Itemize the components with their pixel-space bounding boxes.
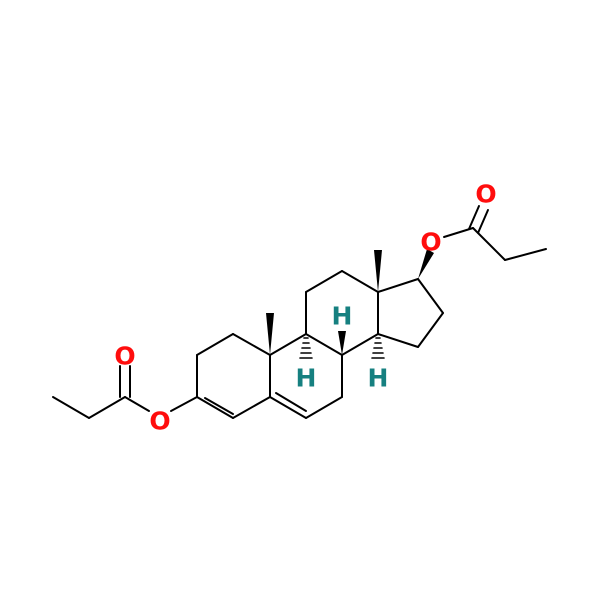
bond-c6-c7 <box>305 396 343 419</box>
atom-oxygen-ester-left: O <box>149 407 170 436</box>
bond-c16-c15 <box>417 312 444 348</box>
bond-c5-c4 <box>232 396 271 419</box>
bond-c4-c3 <box>196 396 234 419</box>
hash-h-c9 <box>299 337 313 359</box>
bond-c14-c8 <box>341 333 379 356</box>
atom-hydrogen-c8: H <box>332 302 353 331</box>
ring-b <box>269 333 343 419</box>
hash-h-c14 <box>371 337 385 359</box>
atom-hydrogen-c14: H <box>368 364 389 393</box>
bond-ethyl-ch3-ch2-left <box>52 396 90 419</box>
atom-hydrogen-c9: H <box>296 364 317 393</box>
wedge-h-c8 <box>338 331 346 355</box>
bond-carbonyl-ch2-right <box>472 227 506 261</box>
bond-carbonyl-ester-o-left <box>124 396 150 412</box>
bond-c12-c13 <box>341 270 379 293</box>
bond-c3-c4-double <box>204 397 234 415</box>
bond-c13-c17 <box>377 278 419 293</box>
bond-c2-c1 <box>196 333 234 356</box>
bond-ethyl-ch2-ch3-right <box>504 248 547 261</box>
bond-ester-o-c3 <box>170 396 198 412</box>
bond-carbonyl-double-right-a <box>468 205 480 230</box>
bond-c1-c10 <box>232 333 271 356</box>
wedge-methyl-c18 <box>374 250 382 292</box>
atom-oxygen-ester-right: O <box>420 228 441 257</box>
ring-a <box>196 333 271 419</box>
ring-c <box>305 270 379 356</box>
bond-c8-c9 <box>305 333 343 356</box>
wedge-methyl-c19 <box>266 313 274 355</box>
bond-c11-c12 <box>305 270 343 293</box>
ring-d <box>377 278 444 348</box>
bond-c5-c6 <box>269 396 307 419</box>
bond-c9-c10 <box>269 333 307 356</box>
bond-c17-c16 <box>417 278 444 314</box>
left-propionate-group <box>52 365 198 419</box>
right-propionate-group <box>443 205 547 261</box>
wedge-c17-o <box>418 249 434 279</box>
bond-c5-c6-double <box>275 392 307 412</box>
bond-c15-c14 <box>377 333 419 348</box>
bond-carbonyl-double-right-b <box>477 209 489 234</box>
atom-oxygen-carbonyl-right: O <box>475 180 496 209</box>
bond-ethyl-ch2-carbonyl-left <box>88 396 126 419</box>
atom-oxygen-carbonyl-left: O <box>114 342 135 371</box>
